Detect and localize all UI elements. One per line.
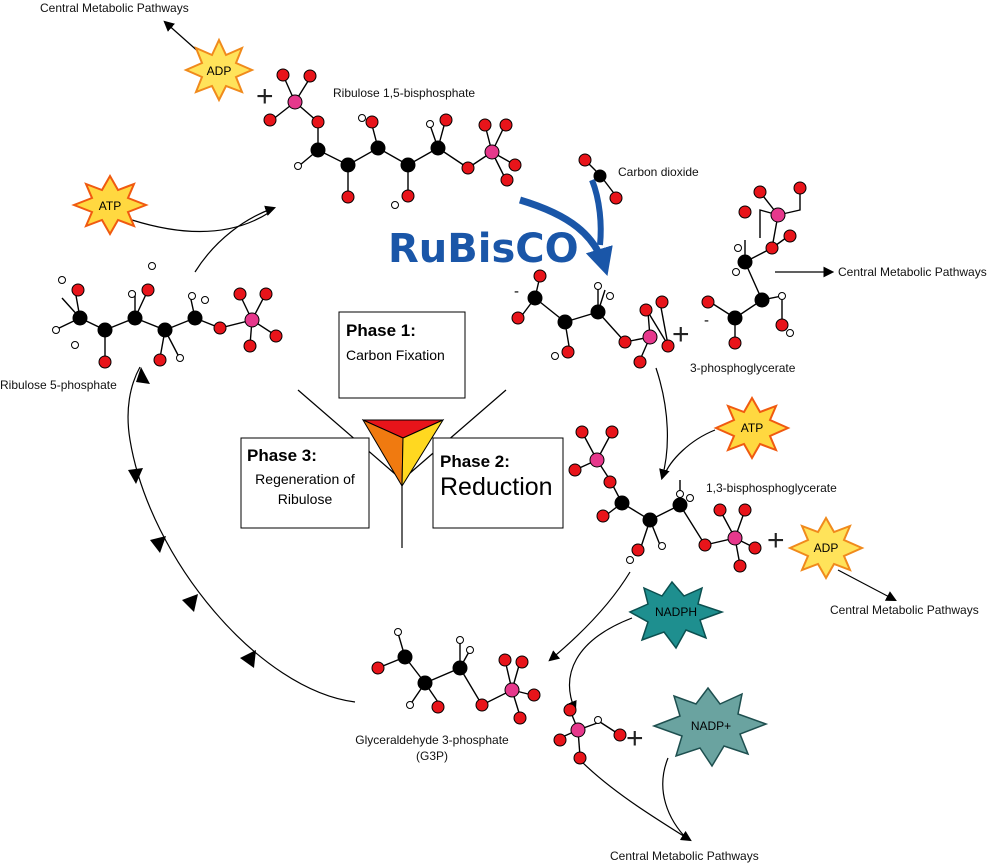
phase3-subtitle-line1: Regeneration of: [255, 471, 355, 487]
phase1-box: [338, 311, 466, 399]
plus-sign-3pg: +: [672, 318, 690, 351]
cycle-arrows: [127, 20, 897, 842]
ribulose-5-phosphate-atoms: [52, 262, 283, 369]
3-phosphoglycerate-atoms-a: [511, 269, 675, 369]
nadp-plus-label: NADP+: [691, 719, 731, 733]
atp-left-star: ATP: [71, 173, 149, 237]
nadph-label: NADPH: [655, 605, 697, 619]
carbon-dioxide-molecule: [578, 153, 623, 205]
phase3-box: [240, 437, 370, 529]
starburst-icon: [651, 686, 769, 768]
charge-minus-a: -: [514, 283, 519, 300]
arrowhead-icon: [136, 367, 150, 384]
3-phosphoglycerate-atoms-b: [701, 181, 807, 350]
cycle-arrowheads: [128, 367, 256, 668]
phosphate-molecule: [553, 703, 627, 765]
nadph-branch-arrow: [566, 617, 633, 712]
g3p-molecule: [377, 632, 533, 717]
adp-top-label: ADP: [207, 64, 232, 78]
phase1-subtitle: Carbon Fixation: [346, 347, 445, 363]
rubisco-label: RuBisCO: [388, 226, 579, 272]
13-bisphosphoglycerate-atoms: [568, 425, 762, 573]
central-pathways-right-top: Central Metabolic Pathways: [838, 265, 987, 279]
starburst-icon: [183, 37, 255, 103]
adp-right-label: ADP: [814, 541, 839, 555]
atp-right-star: ATP: [713, 395, 791, 461]
arrowhead-icon: [150, 536, 166, 553]
phase-diagram: Phase 1: Carbon Fixation Phase 3: Regene…: [240, 311, 564, 548]
atp-left-label: ATP: [99, 199, 121, 213]
ribulose-15-bisphosphate-label: Ribulose 1,5-bisphosphate: [333, 86, 475, 100]
phase-triangle-yellow: [401, 418, 445, 488]
central-pathways-top-left: Central Metabolic Pathways: [40, 1, 189, 15]
starburst-icon: [71, 173, 149, 237]
arrowhead-icon: [128, 468, 143, 484]
phase2-title: Phase 2:: [440, 452, 510, 471]
central-pathways-bottom: Central Metabolic Pathways: [610, 849, 759, 863]
plus-sign-phosphate: +: [626, 722, 644, 755]
charge-minus-b: -: [704, 312, 709, 329]
adp-to-central-arrow: [837, 569, 897, 602]
ribulose-5-phosphate-label: Ribulose 5-phosphate: [0, 378, 117, 392]
phase2-subtitle: Reduction: [440, 473, 553, 501]
central-pathways-right-mid: Central Metabolic Pathways: [830, 603, 979, 617]
bpg-to-g3p-arrow: [548, 571, 631, 662]
nadp-plus-star: NADP+: [651, 686, 769, 768]
arrowhead-icon: [240, 650, 256, 668]
rubisco-arrow: [518, 196, 613, 277]
atp-to-bpg-arrow: [663, 429, 716, 477]
g3p-label-line1: Glyceraldehyde 3-phosphate: [355, 733, 509, 747]
ribulose-15-bisphosphate-atoms: [263, 68, 522, 209]
arrowhead-icon: [182, 594, 198, 612]
13-bisphosphoglycerate-label: 1,3-bisphosphoglycerate: [706, 481, 837, 495]
phase2-box: [432, 437, 564, 529]
plus-sign-top: +: [256, 80, 274, 113]
g3p-label-line2: (G3P): [416, 749, 448, 763]
ribulose5p-to-rubp-arrow: [194, 205, 277, 273]
adp-top-star: ADP: [183, 37, 255, 103]
plus-sign-bpg: +: [767, 524, 785, 557]
atp-to-rubp-arrow: [131, 211, 271, 233]
carbon-dioxide-label: Carbon dioxide: [618, 165, 699, 179]
phase1-title: Phase 1:: [346, 321, 416, 340]
starburst-icon: [628, 580, 725, 650]
phase3-title: Phase 3:: [247, 446, 317, 465]
3-phosphoglycerate-label: 3-phosphoglycerate: [690, 361, 796, 375]
phosphate-to-central-arrow: [579, 759, 692, 842]
nadph-star: NADPH: [628, 580, 725, 650]
3-phosphoglycerate-molecule-b: [709, 188, 801, 343]
co2-to-rubisco-arrow: [589, 178, 604, 246]
starburst-icon: [787, 515, 865, 581]
starburst-icon: [713, 395, 791, 461]
g3p-atoms: [371, 628, 541, 725]
3pg-to-bpg-arrow: [655, 367, 670, 481]
atp-right-label: ATP: [741, 421, 763, 435]
nadp-to-central-arrow: [662, 757, 689, 841]
adp-right-star: ADP: [787, 515, 865, 581]
g3p-to-ribulose5p-arc: [127, 366, 356, 703]
phase3-subtitle-line2: Ribulose: [278, 491, 333, 507]
